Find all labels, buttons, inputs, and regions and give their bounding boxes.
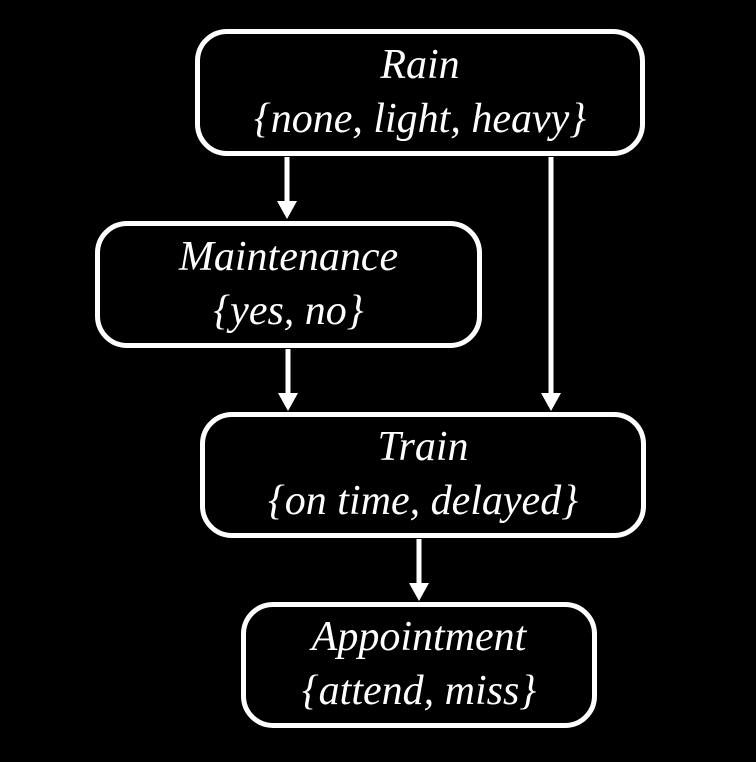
node-rain-label: Rain <box>380 41 460 88</box>
node-train-label: Train <box>377 424 469 471</box>
node-maintenance: Maintenance {yes, no} <box>95 221 482 348</box>
node-train-values: {on time, delayed} <box>268 478 578 524</box>
node-maintenance-label: Maintenance <box>178 233 399 280</box>
node-train: Train {on time, delayed} <box>200 412 646 538</box>
node-rain-values: {none, light, heavy} <box>253 95 587 142</box>
node-appointment-label: Appointment <box>311 614 527 661</box>
node-rain: Rain {none, light, heavy} <box>195 29 645 156</box>
edge-train-to-appointment-arrow <box>409 539 429 601</box>
node-appointment-values: {attend, miss} <box>301 668 537 714</box>
edge-maintenance-to-train-arrow <box>278 349 298 411</box>
node-maintenance-values: {yes, no} <box>213 287 364 334</box>
edge-rain-to-maintenance-arrow <box>277 157 297 219</box>
node-appointment: Appointment {attend, miss} <box>241 602 597 728</box>
edge-rain-to-train-arrow <box>541 157 561 411</box>
